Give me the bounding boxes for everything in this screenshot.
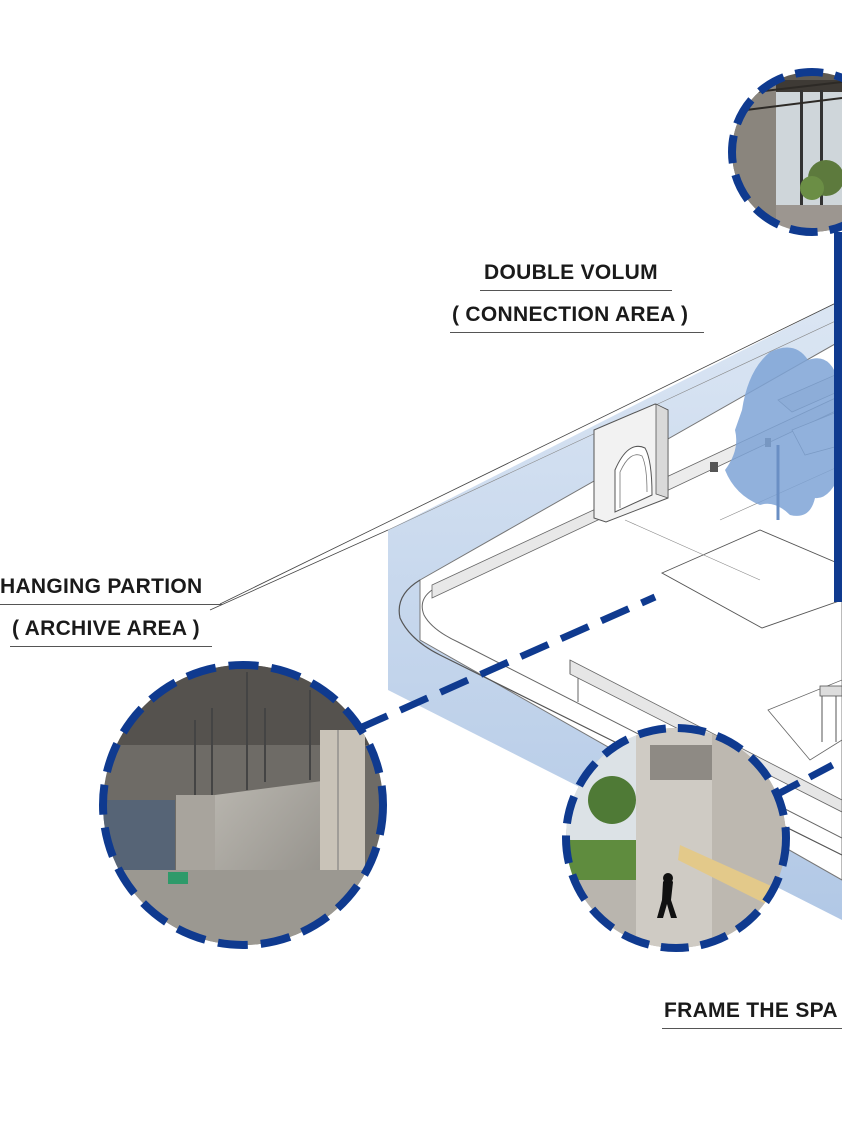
label-frame-the-space: FRAME THE SPA <box>664 1000 838 1029</box>
photo-archive-area <box>100 665 390 960</box>
underline-archive-area <box>10 646 212 647</box>
label-double-volume: DOUBLE VOLUM <box>484 262 658 291</box>
underline-hanging-partition <box>0 604 222 605</box>
photo-double-volume <box>730 70 842 240</box>
leader-archive <box>210 530 388 610</box>
underline-frame-the-space <box>662 1028 842 1029</box>
underline-double-volume <box>480 290 672 291</box>
underline-connection-area <box>450 332 704 333</box>
photo-frame-the-space <box>566 728 786 948</box>
label-archive-area: ( ARCHIVE AREA ) <box>12 618 200 647</box>
label-hanging-partition: HANGING PARTION <box>0 576 202 605</box>
label-connection-area: ( CONNECTION AREA ) <box>452 304 688 333</box>
